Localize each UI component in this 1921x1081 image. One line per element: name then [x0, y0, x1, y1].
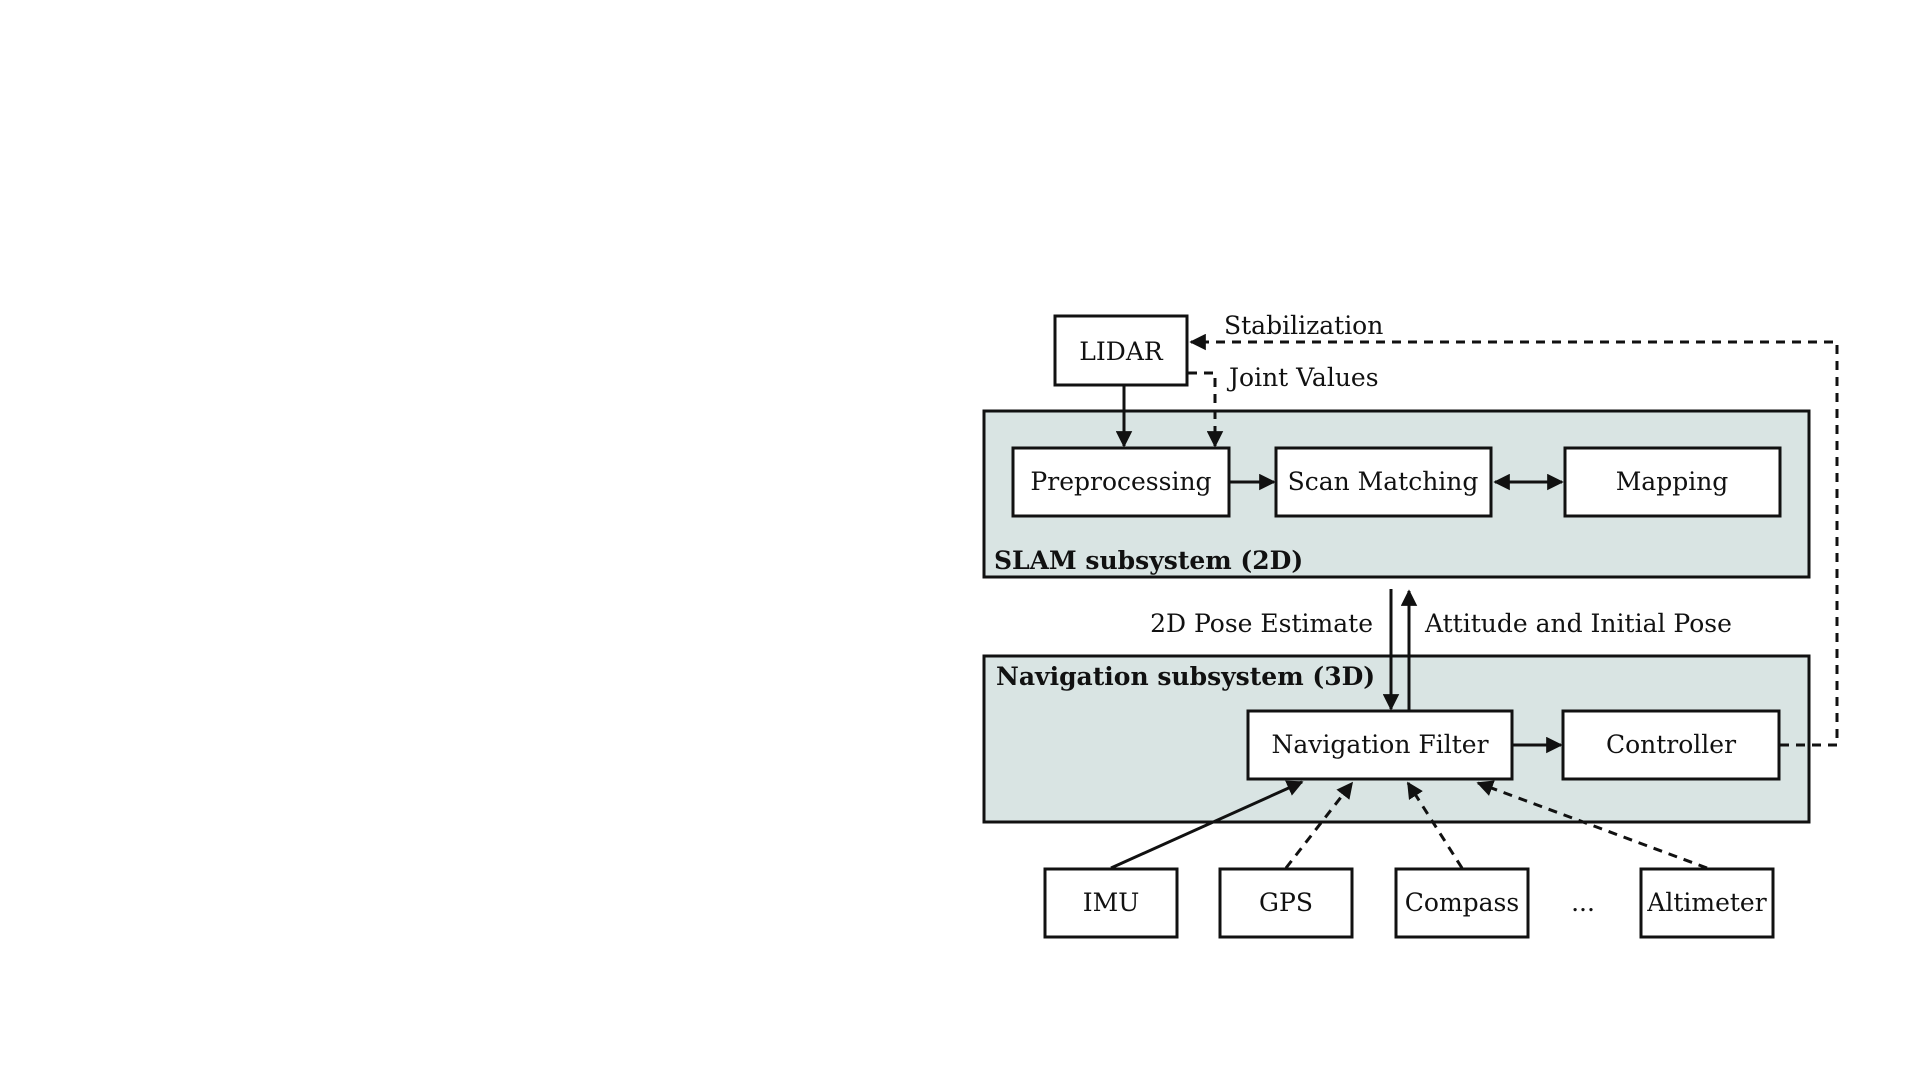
altimeter-box: Altimeter: [1641, 869, 1773, 937]
lidar-box: LIDAR: [1055, 316, 1187, 385]
more-sensors-ellipsis: ...: [1571, 888, 1595, 917]
compass-label: Compass: [1405, 888, 1519, 917]
pose-estimate-label: 2D Pose Estimate: [1150, 609, 1373, 638]
navigation-filter-box: Navigation Filter: [1248, 711, 1512, 779]
controller-label: Controller: [1606, 730, 1736, 759]
joint-values-label: Joint Values: [1226, 363, 1379, 392]
slam-subsystem-title: SLAM subsystem (2D): [994, 546, 1303, 575]
stabilization-label: Stabilization: [1224, 311, 1383, 340]
gps-label: GPS: [1259, 888, 1313, 917]
compass-box: Compass: [1396, 869, 1528, 937]
navigation-filter-label: Navigation Filter: [1271, 730, 1488, 759]
imu-box: IMU: [1045, 869, 1177, 937]
controller-box: Controller: [1563, 711, 1779, 779]
scan-matching-box: Scan Matching: [1276, 448, 1491, 516]
gps-box: GPS: [1220, 869, 1352, 937]
lidar-label: LIDAR: [1079, 337, 1164, 366]
preprocessing-label: Preprocessing: [1030, 467, 1211, 496]
scan-matching-label: Scan Matching: [1288, 467, 1479, 496]
altimeter-label: Altimeter: [1646, 888, 1766, 917]
attitude-label: Attitude and Initial Pose: [1424, 609, 1732, 638]
mapping-box: Mapping: [1565, 448, 1780, 516]
imu-label: IMU: [1083, 888, 1140, 917]
navigation-subsystem-title: Navigation subsystem (3D): [996, 662, 1375, 691]
mapping-label: Mapping: [1616, 467, 1729, 496]
preprocessing-box: Preprocessing: [1013, 448, 1229, 516]
